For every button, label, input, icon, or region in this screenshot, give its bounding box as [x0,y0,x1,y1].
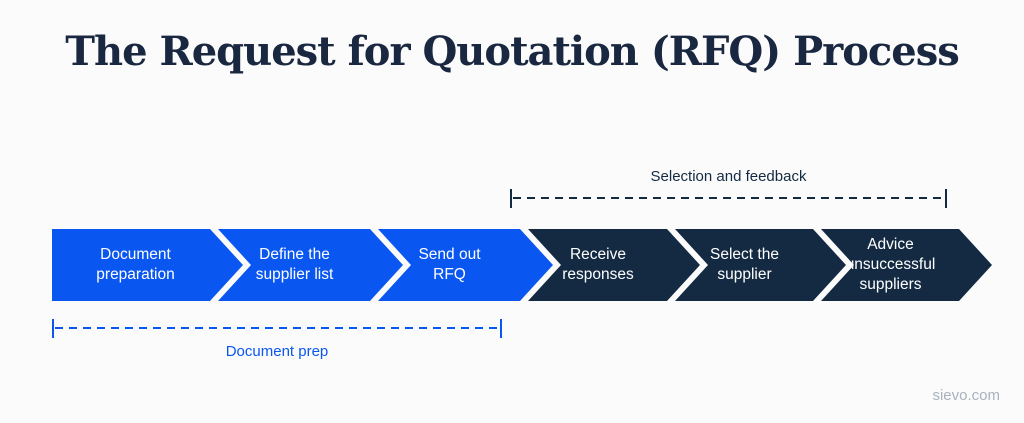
bracket-document-prep: Document prep [52,319,502,360]
step-label: Send out RFQ [418,246,481,283]
step-label: Advice unsuccessful suppliers [845,236,936,293]
sievo-watermark: sievo.com [932,387,1000,404]
page-title: The Request for Quotation (RFQ) Process [65,28,960,75]
step-label: Select the supplier [710,246,779,283]
dashed-line [55,327,499,329]
dashed-range-line [510,189,947,208]
step-label: Define the supplier list [255,246,334,283]
process-flow-band: Document preparation Define the supplier… [52,229,992,301]
bracket-selection-and-feedback: Selection and feedback [510,168,947,208]
step-label: Document preparation [96,246,175,283]
step-document-preparation: Document preparation [52,229,243,301]
bracket-document-prep-label: Document prep [225,343,329,360]
dashed-line [513,197,944,199]
bracket-selection-and-feedback-label: Selection and feedback [650,168,807,185]
step-label: Receive responses [562,246,634,283]
dashed-range-line [52,319,502,338]
